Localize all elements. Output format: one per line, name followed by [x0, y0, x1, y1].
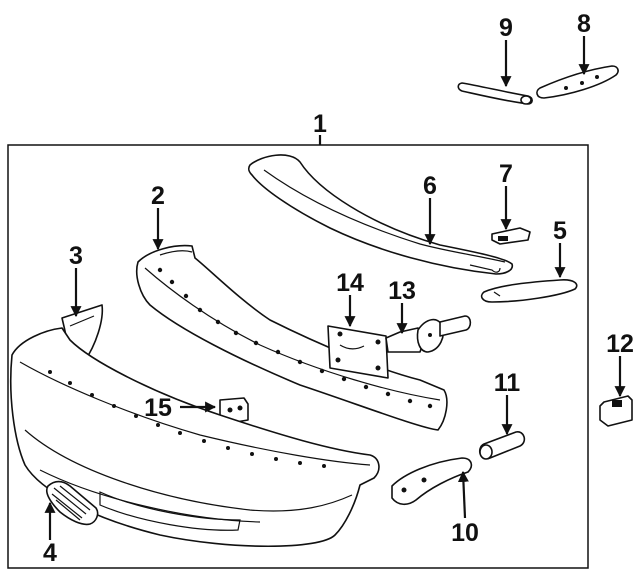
- callout-13: 13: [388, 277, 416, 305]
- callout-4: 4: [43, 539, 57, 567]
- part-12-sensor: [599, 395, 633, 427]
- assembly-frame: [7, 144, 589, 569]
- callout-1: 1: [313, 110, 327, 138]
- part-2-reinforcement: [135, 244, 448, 431]
- part-1-holes: [48, 370, 326, 468]
- callout-7: 7: [499, 160, 513, 188]
- callout-11: 11: [494, 369, 521, 397]
- part-8-bracket-strip: [536, 65, 619, 99]
- callout-15: 15: [144, 394, 172, 422]
- part-14-mount-plate: [327, 325, 389, 379]
- callout-10: 10: [451, 519, 479, 547]
- callout-8: 8: [577, 10, 591, 38]
- callout-14: 14: [336, 269, 364, 297]
- leader-10: [457, 470, 469, 519]
- callout-9: 9: [499, 14, 513, 42]
- part-9-trim-strip: [457, 82, 533, 105]
- part-5-extension: [480, 279, 578, 303]
- part-7-clip: [491, 227, 531, 245]
- part-2-holes: [157, 267, 433, 409]
- callout-12: 12: [606, 330, 634, 358]
- callout-5: 5: [553, 217, 567, 245]
- part-1-bumper-cover: [9, 327, 380, 548]
- part-6-deflector: [247, 154, 514, 275]
- callout-3: 3: [69, 242, 83, 270]
- part-10-bracket: [391, 457, 473, 506]
- part-13-absorber: [385, 315, 472, 353]
- callout-2: 2: [151, 182, 165, 210]
- part-11-tube: [478, 431, 526, 460]
- callout-6: 6: [423, 172, 437, 200]
